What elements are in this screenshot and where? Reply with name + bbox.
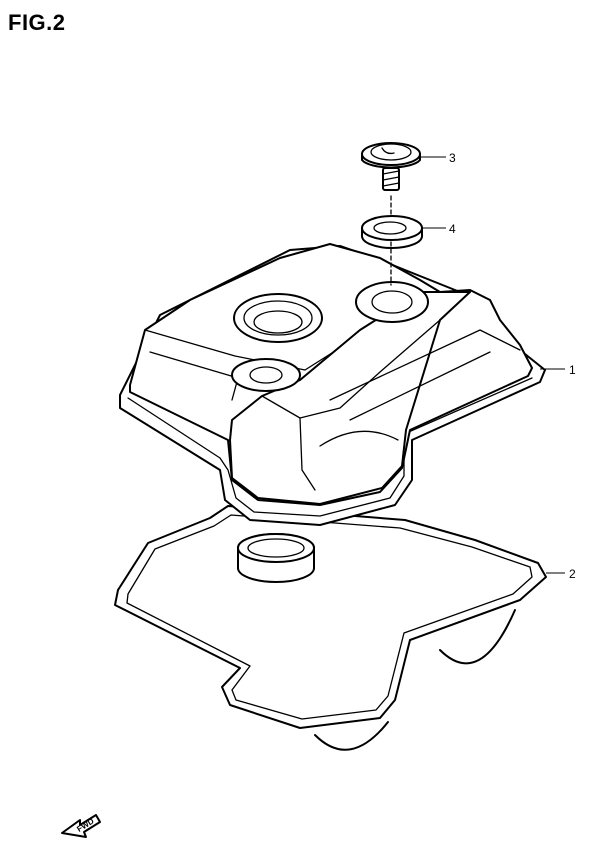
fwd-direction-arrow: FWD [61, 814, 101, 838]
callout-4: 4 [449, 222, 456, 236]
plug-seal-ring [237, 533, 315, 583]
cylinder-head-cover-part-1[interactable] [119, 243, 546, 526]
gasket-part-2[interactable] [114, 505, 547, 751]
callout-3: 3 [449, 151, 456, 165]
callout-2: 2 [569, 567, 576, 581]
callout-1: 1 [569, 363, 576, 377]
bolt-boss-rear [355, 281, 429, 323]
cam-lobe-right [439, 609, 516, 665]
figure-title: FIG.2 [8, 10, 66, 35]
cam-lobe-left [314, 721, 389, 751]
seal-washer-part-4[interactable] [361, 215, 423, 249]
small-boss-front [231, 358, 301, 392]
spark-plug-boss [233, 293, 323, 343]
bolt-part-3[interactable] [361, 142, 421, 191]
